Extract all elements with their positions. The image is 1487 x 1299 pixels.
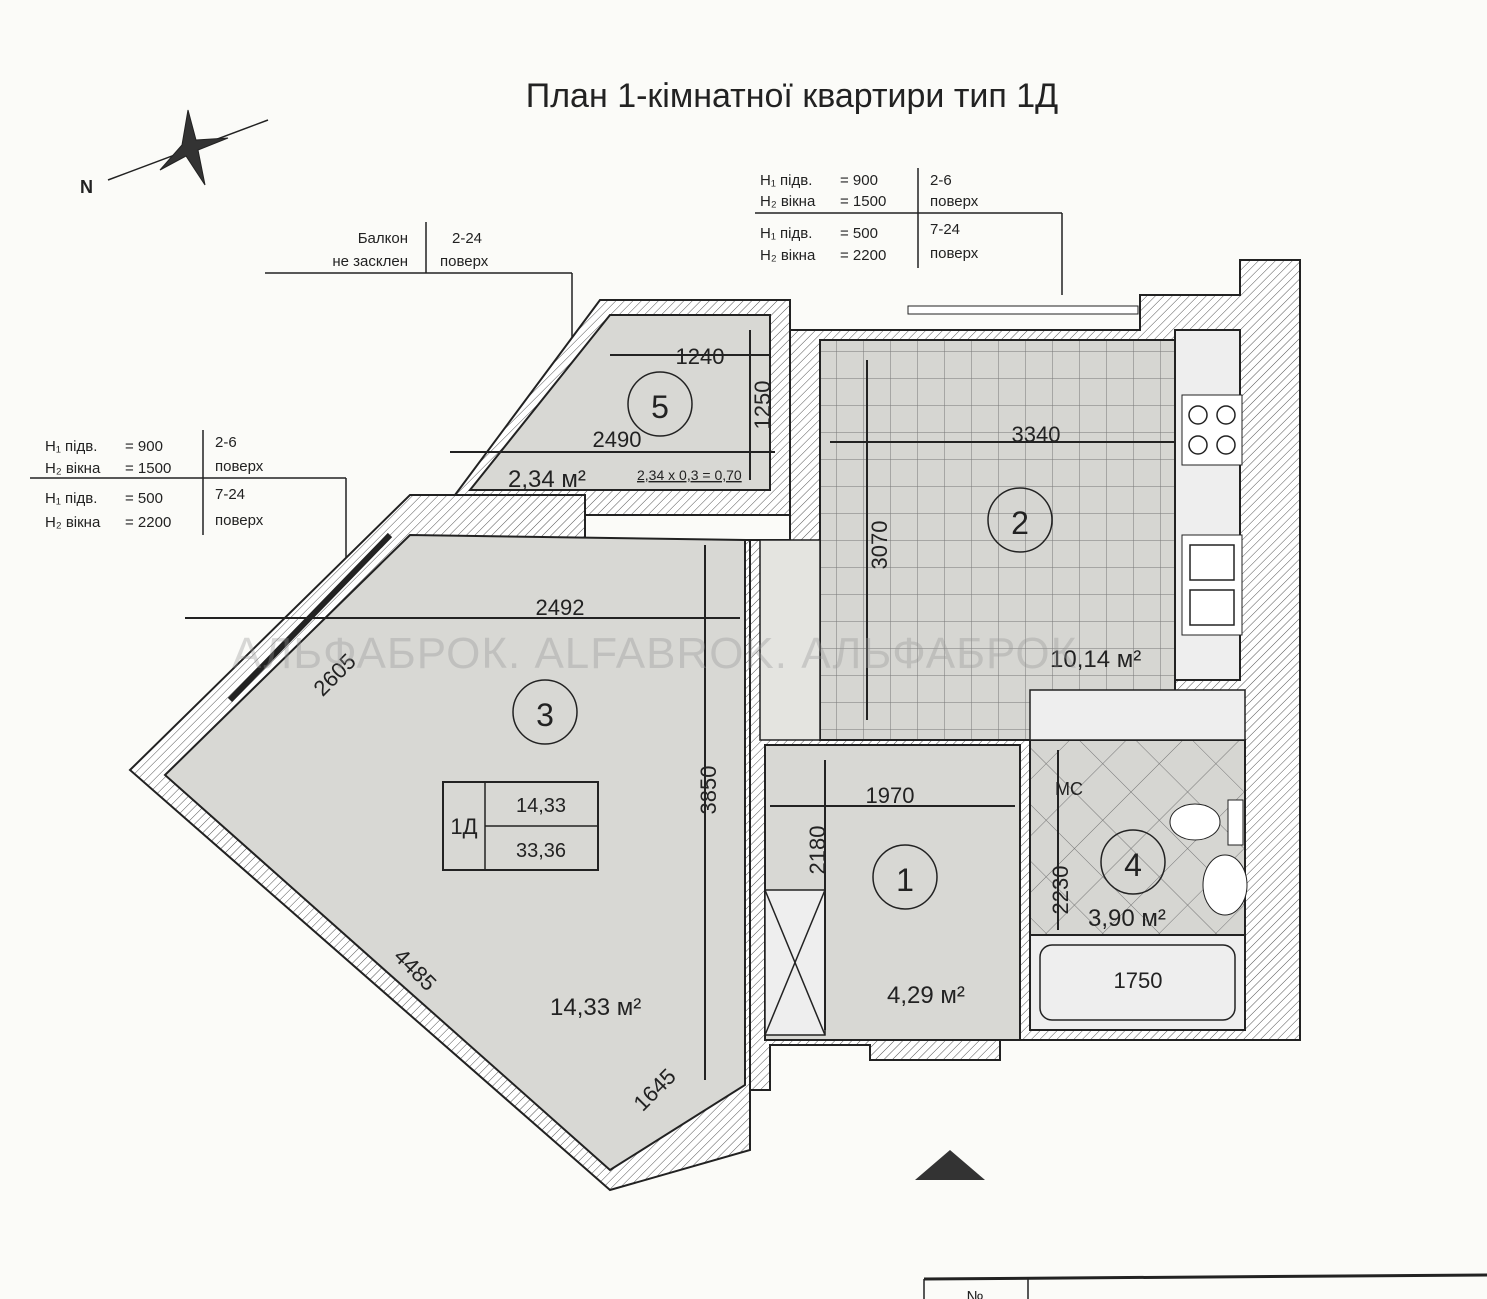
svg-text:поверх: поверх [930, 245, 979, 262]
plan-title: План 1-кімнатної квартири тип 1Д [526, 77, 1058, 115]
room-5-number: 5 [651, 389, 669, 425]
apartment-summary-box: 1Д 14,33 33,36 [442, 781, 599, 871]
window-note-left: H₁ підв. = 900 2-6 H₂ вікна = 1500 повер… [30, 430, 347, 560]
bath-shelf [1029, 689, 1246, 741]
svg-text:H₂ вікна: H₂ вікна [760, 247, 816, 264]
room-3-living [163, 533, 746, 1172]
svg-text:1970: 1970 [866, 783, 915, 808]
svg-text:поверх: поверх [930, 193, 979, 210]
washbasin-icon [1202, 854, 1248, 916]
svg-text:3340: 3340 [1012, 422, 1061, 447]
bathtub [1029, 934, 1246, 1031]
svg-text:1250: 1250 [750, 381, 775, 430]
window-note-top: H₁ підв. = 900 2-6 H₂ вікна = 1500 повер… [755, 168, 1063, 295]
svg-text:2492: 2492 [536, 595, 585, 620]
svg-text:= 2200: = 2200 [840, 247, 886, 264]
svg-text:= 500: = 500 [125, 490, 163, 507]
svg-text:H₁ підв.: H₁ підв. [45, 438, 97, 455]
room-5-balcony [467, 314, 771, 491]
svg-text:2-6: 2-6 [215, 434, 237, 451]
svg-text:3850: 3850 [696, 766, 721, 815]
svg-text:H₁ підв.: H₁ підв. [760, 225, 812, 242]
svg-text:2-6: 2-6 [930, 172, 952, 189]
svg-text:2490: 2490 [593, 427, 642, 452]
svg-text:= 500: = 500 [840, 225, 878, 242]
room-3-number: 3 [536, 697, 554, 733]
svg-text:= 900: = 900 [125, 438, 163, 455]
kitchen-window [907, 305, 1139, 315]
room-2-number: 2 [1011, 505, 1029, 541]
svg-text:= 900: = 900 [840, 172, 878, 189]
room-4-number: 4 [1124, 847, 1142, 883]
svg-text:2-24: 2-24 [452, 230, 482, 247]
svg-text:поверх: поверх [440, 253, 489, 270]
north-label: N [80, 177, 93, 197]
svg-text:7-24: 7-24 [930, 221, 960, 238]
svg-text:1750: 1750 [1114, 968, 1163, 993]
balcony-calc: 2,34 x 0,3 = 0,70 [637, 467, 742, 483]
room-1-area: 4,29 м² [887, 982, 965, 1009]
info-table: № [923, 1273, 1487, 1299]
svg-text:= 2200: = 2200 [125, 514, 171, 531]
svg-text:= 1500: = 1500 [840, 193, 886, 210]
svg-text:H₂ вікна: H₂ вікна [760, 193, 816, 210]
room-2-area: 10,14 м² [1050, 646, 1141, 673]
total-area: 33,36 [516, 840, 566, 862]
stove-icon [1181, 394, 1243, 466]
svg-text:H₁ підв.: H₁ підв. [45, 490, 97, 507]
watermark: АЛЬФАБРОК. ALFABROK. АЛЬФАБРОК [232, 629, 1077, 678]
room-4-area: 3,90 м² [1088, 905, 1166, 932]
toilet-icon [1169, 799, 1244, 846]
svg-text:поверх: поверх [215, 458, 264, 475]
svg-text:2230: 2230 [1048, 866, 1073, 915]
svg-text:не засклен: не засклен [332, 253, 408, 270]
living-area: 14,33 [516, 795, 566, 817]
sink-icon [1181, 534, 1243, 636]
svg-text:3070: 3070 [867, 521, 892, 570]
table-header-number: № [966, 1289, 983, 1299]
svg-text:1240: 1240 [676, 344, 725, 369]
svg-text:H₁ підв.: H₁ підв. [760, 172, 812, 189]
svg-text:2180: 2180 [805, 826, 830, 875]
svg-text:Балкон: Балкон [358, 230, 408, 247]
room-1-number: 1 [896, 862, 914, 898]
balcony-note: Балкон не засклен 2-24 поверх [265, 222, 573, 340]
apartment-type: 1Д [450, 814, 477, 839]
room-2-kitchen [819, 339, 1176, 741]
svg-text:= 1500: = 1500 [125, 460, 171, 477]
svg-text:H₂ вікна: H₂ вікна [45, 514, 101, 531]
svg-text:поверх: поверх [215, 512, 264, 529]
entrance-arrow-icon [915, 1150, 985, 1180]
svg-text:7-24: 7-24 [215, 486, 245, 503]
svg-text:H₂ вікна: H₂ вікна [45, 460, 101, 477]
wc-label: МС [1055, 779, 1083, 799]
wardrobe [759, 539, 821, 741]
room-3-area: 14,33 м² [550, 994, 641, 1021]
room-5-area: 2,34 м² [508, 466, 586, 493]
compass-icon: N [80, 109, 269, 197]
